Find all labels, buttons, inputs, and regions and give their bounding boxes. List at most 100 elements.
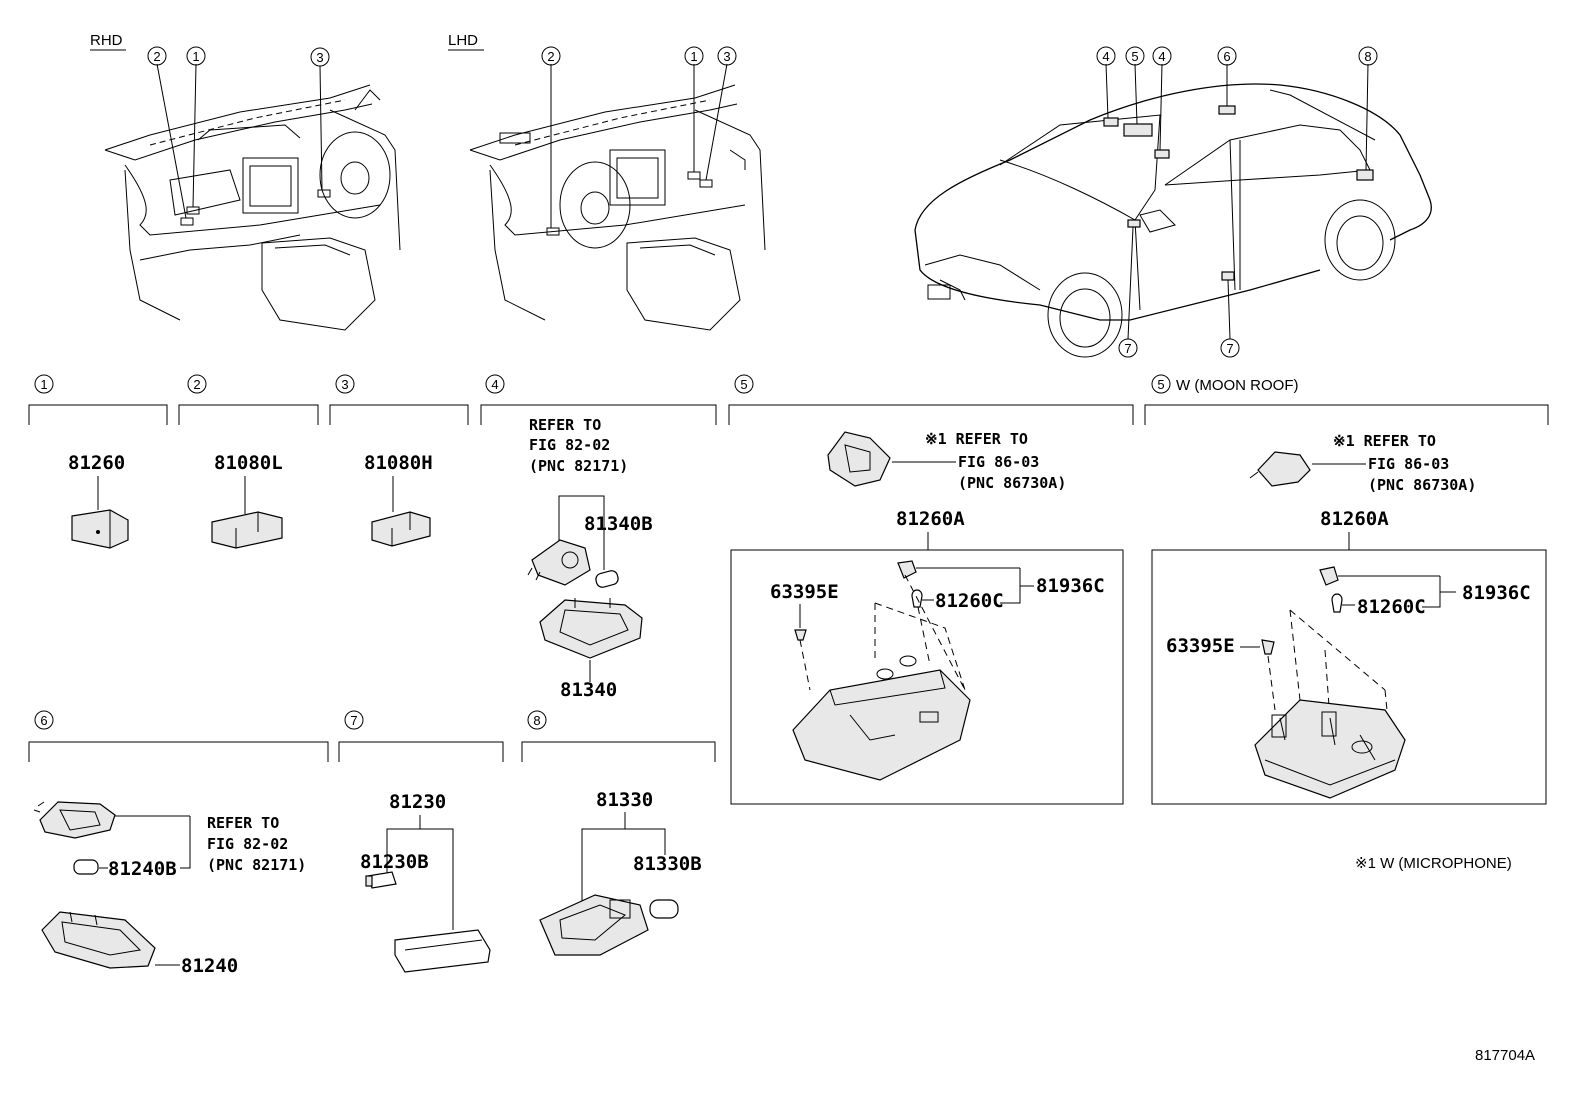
svg-text:2: 2 <box>193 377 200 392</box>
refer-text: ※1 REFER TO <box>1333 432 1436 450</box>
callout-circle: 4 <box>1152 46 1172 66</box>
microphone-illustration <box>827 431 891 487</box>
part-number: 81260A <box>1320 508 1389 530</box>
section-7-header: 7 <box>338 710 504 762</box>
refer-text: FIG 82-02 <box>529 436 610 454</box>
callout-circle: 1 <box>684 46 704 66</box>
section-6-content: 81240B REFER TO FIG 82-02 (PNC 82171) 81… <box>33 801 306 977</box>
refer-text: ※1 REFER TO <box>925 430 1028 448</box>
callout-circle: 3 <box>717 46 737 66</box>
part-number: 81330 <box>596 789 653 811</box>
svg-text:7: 7 <box>1226 341 1233 356</box>
rhd-dashboard-illustration: RHD 2 1 3 <box>90 32 401 331</box>
callout-circle: 8 <box>1358 46 1378 66</box>
clip-illustration <box>1261 639 1275 655</box>
part-number: 63395E <box>1166 635 1235 657</box>
svg-text:2: 2 <box>547 49 554 64</box>
callout-circle: 1 <box>186 46 206 66</box>
part-number: 81260C <box>1357 596 1426 618</box>
bulb-illustration <box>365 871 397 889</box>
refer-text: FIG 82-02 <box>207 835 288 853</box>
part-number: 81240B <box>108 858 177 880</box>
section-3-content: 81080H <box>364 452 433 547</box>
section-4-content: REFER TO FIG 82-02 (PNC 82171) 81340B 81… <box>527 416 653 701</box>
part-number: 81230B <box>360 851 429 873</box>
part-number: 81260A <box>896 508 965 530</box>
switch-knob-illustration <box>897 560 917 579</box>
lhd-dashboard-illustration: LHD 2 1 3 <box>448 32 766 331</box>
lamp-switch-illustration <box>211 511 283 549</box>
svg-text:4: 4 <box>1158 49 1165 64</box>
svg-text:6: 6 <box>1223 49 1230 64</box>
svg-text:6: 6 <box>40 713 47 728</box>
refer-text: FIG 86-03 <box>1368 455 1449 473</box>
svg-text:5: 5 <box>1131 49 1138 64</box>
part-number: 81340 <box>560 679 617 701</box>
refer-text: (PNC 86730A) <box>1368 476 1476 494</box>
section-1-content: 81260 <box>68 452 129 549</box>
part-number: 63395E <box>770 581 839 603</box>
sensor-part-illustration <box>71 509 129 549</box>
section-2-header: 2 <box>178 374 319 425</box>
bulb-illustration <box>649 899 679 919</box>
part-number: 81080L <box>214 452 283 474</box>
refer-text: (PNC 82171) <box>529 457 628 475</box>
svg-text:7: 7 <box>350 713 357 728</box>
svg-text:8: 8 <box>1364 49 1371 64</box>
rhd-label: RHD <box>90 32 123 49</box>
part-number: 81936C <box>1462 582 1531 604</box>
refer-text: (PNC 82171) <box>207 856 306 874</box>
section-5-content: ※1 REFER TO FIG 86-03 (PNC 86730A) 81260… <box>730 430 1124 805</box>
lamp-housing-illustration <box>539 598 643 659</box>
callout-circle: 7 <box>1220 338 1240 358</box>
switch-knob-illustration <box>1319 566 1339 586</box>
bulb-illustration <box>1331 593 1343 613</box>
section-6-header: 6 <box>28 710 329 762</box>
section-2-content: 81080L <box>211 452 283 549</box>
part-number: 81260C <box>935 590 1004 612</box>
part-number: 81936C <box>1036 575 1105 597</box>
svg-text:5: 5 <box>740 377 747 392</box>
bulb-illustration <box>73 859 99 875</box>
assembly-box <box>1151 549 1547 805</box>
svg-text:1: 1 <box>192 49 199 64</box>
assembly-box <box>730 549 1124 805</box>
section-4-header: 4 <box>480 374 717 425</box>
svg-text:1: 1 <box>40 377 47 392</box>
part-number: 81330B <box>633 853 702 875</box>
refer-text: REFER TO <box>207 814 279 832</box>
lens-illustration <box>394 929 491 973</box>
callout-circle: 6 <box>1217 46 1237 66</box>
svg-text:8: 8 <box>533 713 540 728</box>
callout-circle: 2 <box>147 46 167 66</box>
lamp-switch-illustration <box>371 511 431 547</box>
svg-text:1: 1 <box>690 49 697 64</box>
room-lamp-assembly-illustration <box>792 655 971 781</box>
microphone-illustration <box>1249 451 1311 487</box>
socket-illustration <box>33 801 116 839</box>
bulb-illustration <box>595 570 619 588</box>
lamp-housing-illustration <box>41 911 156 969</box>
part-number: 81240 <box>181 955 238 977</box>
section-3-header: 3 <box>329 374 469 425</box>
callout-circle: 5 <box>1125 46 1145 66</box>
part-number: 81230 <box>389 791 446 813</box>
section-1-header: 1 <box>28 374 168 425</box>
figure-id: 817704A <box>1475 1047 1535 1064</box>
callout-circle: 2 <box>541 46 561 66</box>
refer-text: FIG 86-03 <box>958 453 1039 471</box>
section-5-header: 5 <box>728 374 1134 425</box>
part-number: 81080H <box>364 452 433 474</box>
svg-text:3: 3 <box>341 377 348 392</box>
section-5-moonroof-content: ※1 REFER TO FIG 86-03 (PNC 86730A) 81260… <box>1151 432 1547 805</box>
svg-text:3: 3 <box>723 49 730 64</box>
part-number: 81260 <box>68 452 125 474</box>
svg-text:5: 5 <box>1157 377 1164 392</box>
lamp-housing-illustration <box>539 894 649 956</box>
section-8-content: 81330 81330B <box>539 789 702 956</box>
svg-text:3: 3 <box>316 50 323 65</box>
lhd-label: LHD <box>448 32 478 49</box>
svg-text:4: 4 <box>491 377 498 392</box>
part-number: 81340B <box>584 513 653 535</box>
